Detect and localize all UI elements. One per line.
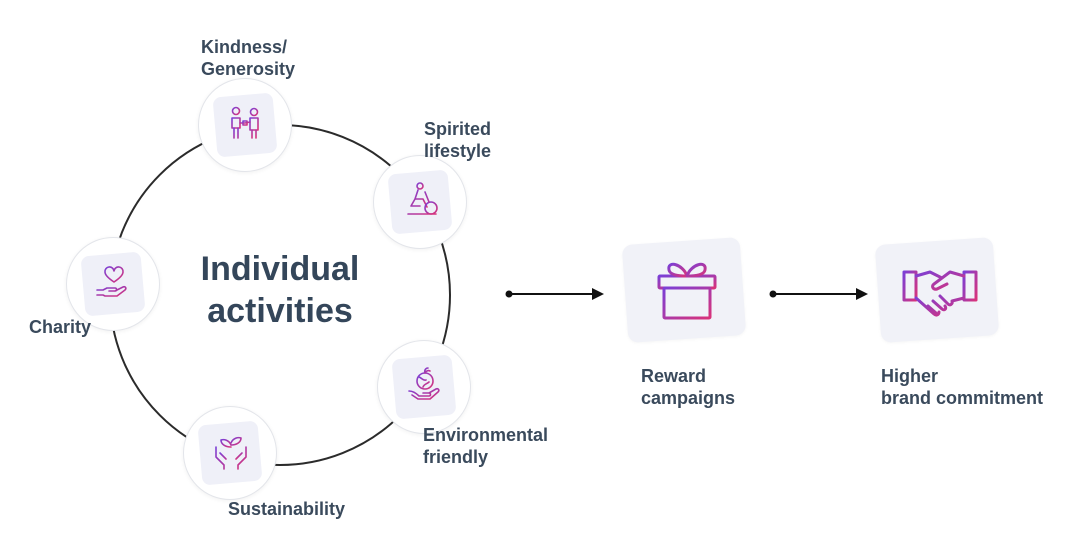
people-giving-icon (231, 106, 259, 139)
handshake-icon (902, 270, 978, 317)
arrow-connector (769, 288, 868, 300)
sprout-in-hands-icon (215, 436, 247, 470)
node-spirited (373, 155, 467, 249)
arrow-connector (505, 288, 604, 300)
label-spirited: Spirited lifestyle (424, 119, 492, 161)
center-title: Individual activities (200, 250, 360, 330)
label-sustainability: Sustainability (228, 499, 346, 519)
earth-in-hand-icon (408, 367, 440, 400)
gift-icon (657, 262, 717, 320)
label-reward-campaigns: Reward campaigns (641, 366, 736, 408)
label-environmental: Environmental friendly (423, 425, 549, 467)
node-kindness (198, 78, 292, 172)
label-charity: Charity (29, 317, 92, 337)
exercise-bike-icon (407, 182, 438, 215)
heart-in-hand-icon (96, 266, 127, 297)
node-charity (66, 237, 160, 331)
node-environmental (377, 340, 471, 434)
label-brand-commitment: Higher brand commitment (881, 366, 1044, 408)
label-kindness: Kindness/ Generosity (201, 37, 296, 79)
node-sustainability (183, 406, 277, 500)
